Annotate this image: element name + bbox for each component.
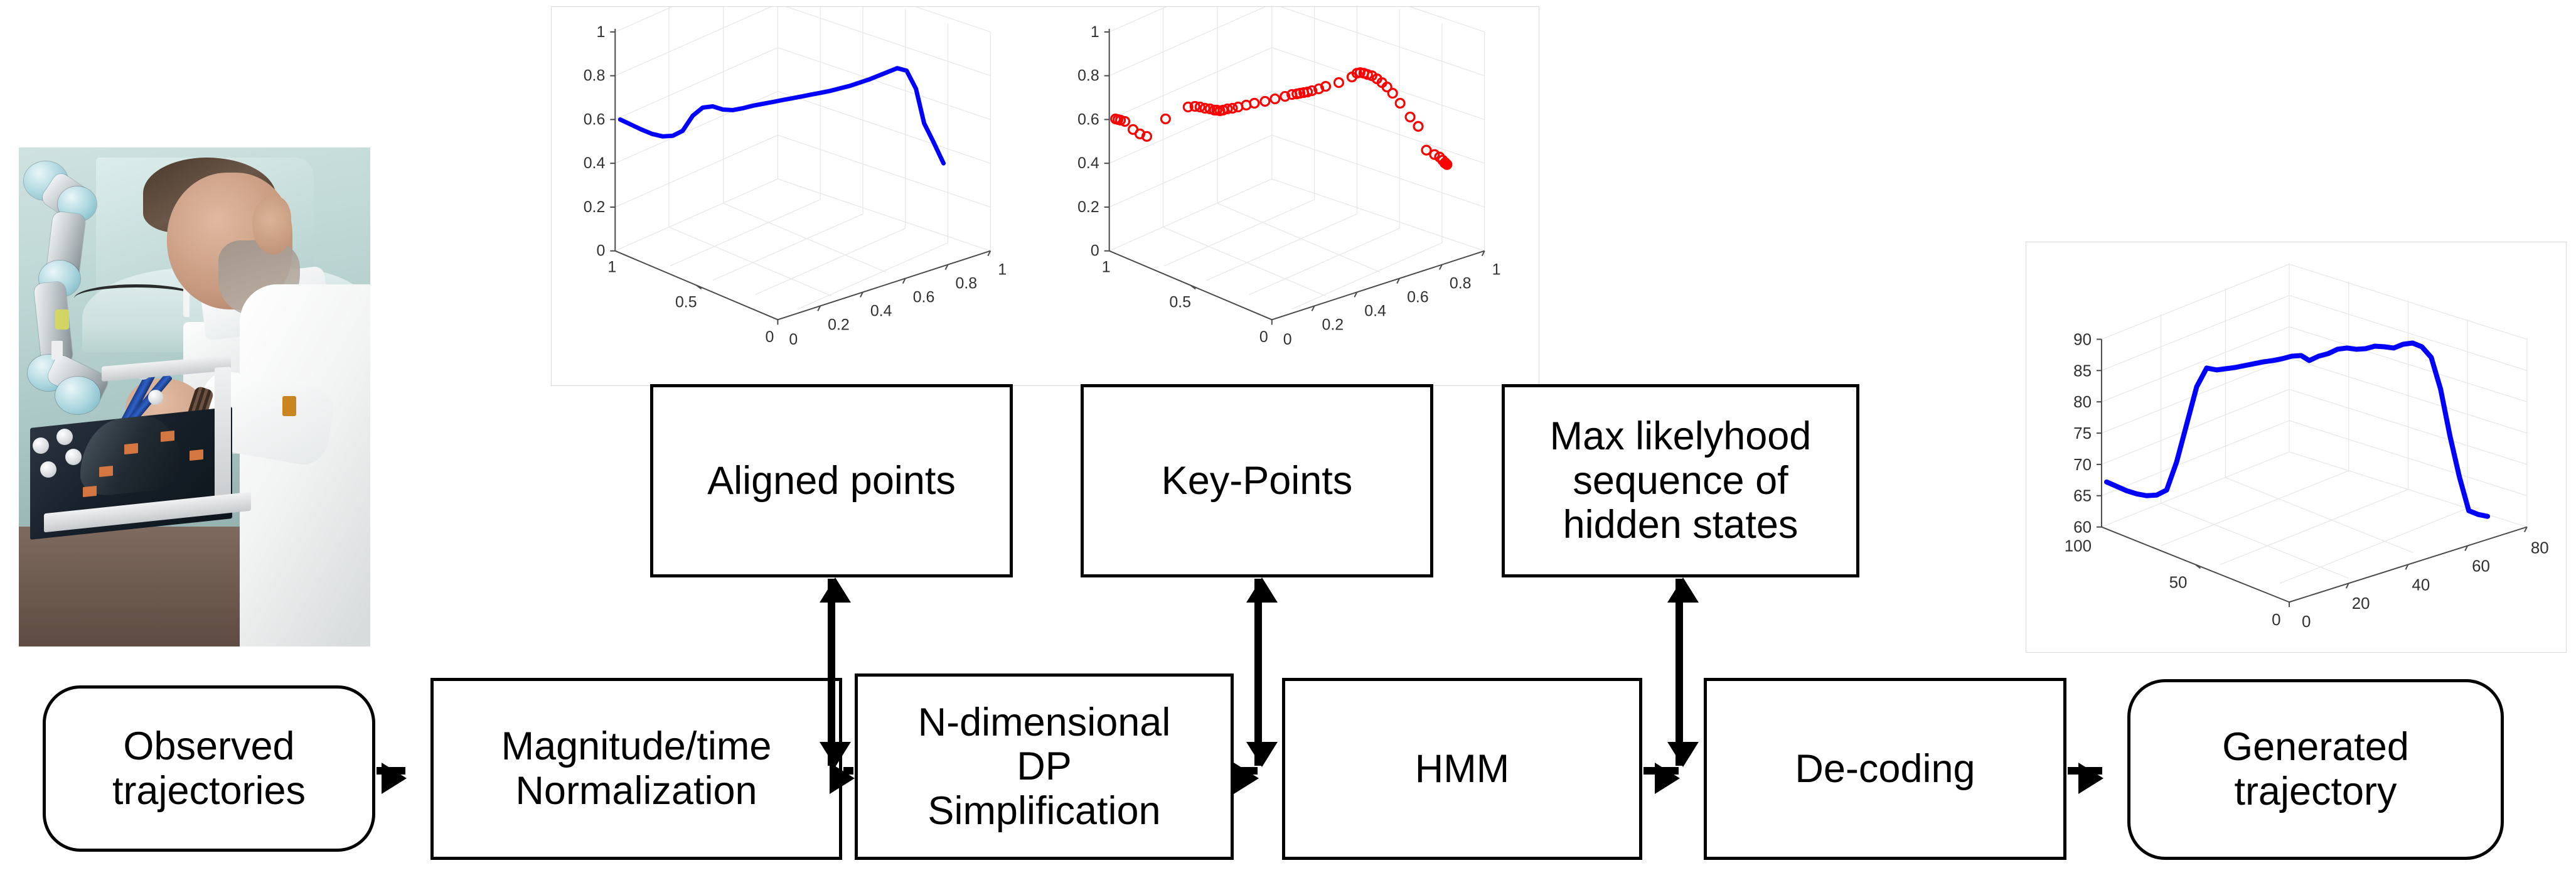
svg-text:0.6: 0.6 <box>584 110 606 128</box>
rig-knob-4 <box>40 461 56 478</box>
svg-text:90: 90 <box>2073 331 2092 348</box>
svg-text:0: 0 <box>765 328 774 346</box>
node-generated-trajectory[interactable]: Generated trajectory <box>2127 679 2504 860</box>
robot-label-sticker <box>51 341 63 360</box>
svg-text:70: 70 <box>2073 456 2092 474</box>
svg-text:0.5: 0.5 <box>1169 293 1191 311</box>
node-observed-trajectories[interactable]: Observed trajectories <box>43 685 375 852</box>
svg-text:75: 75 <box>2073 425 2092 442</box>
svg-text:1: 1 <box>1492 261 1501 279</box>
svg-text:0.4: 0.4 <box>1364 302 1386 319</box>
key-points-plot: 0 0.2 0.4 0.6 0.8 1 1 <box>1077 7 1500 348</box>
svg-text:1: 1 <box>1102 259 1111 276</box>
node-generated-trajectory-label: Generated trajectory <box>2222 725 2409 813</box>
arrow-key-points-link <box>1246 577 1278 767</box>
annotation-max-likelyhood-sequence[interactable]: Max likelyhood sequence of hidden states <box>1502 384 1859 577</box>
person-ear <box>252 196 291 254</box>
top-plots-panel: 0 0.2 0.4 0.6 0.8 1 1 0.5 0 <box>551 6 1539 386</box>
svg-text:85: 85 <box>2073 362 2092 380</box>
arrow-max-likelyhood-link <box>1667 577 1699 767</box>
svg-text:0: 0 <box>2272 611 2280 629</box>
marker-2 <box>124 442 138 455</box>
top-plots-svg: 0 0.2 0.4 0.6 0.8 1 1 0.5 0 <box>584 7 1500 348</box>
node-hmm[interactable]: HMM <box>1282 678 1642 860</box>
arrow-hmm-to-decoding <box>1643 763 1680 794</box>
svg-text:0.4: 0.4 <box>870 302 892 319</box>
svg-text:0.2: 0.2 <box>1322 316 1344 333</box>
marker-3 <box>190 449 203 461</box>
svg-text:1: 1 <box>1091 23 1099 41</box>
person-coat-badge <box>282 396 296 416</box>
svg-text:50: 50 <box>2169 574 2188 591</box>
svg-text:40: 40 <box>2412 576 2430 594</box>
lab-photograph <box>19 148 370 646</box>
rig-knob-6 <box>148 390 163 405</box>
svg-text:20: 20 <box>2352 595 2370 613</box>
svg-text:0.2: 0.2 <box>828 316 850 333</box>
svg-text:0.8: 0.8 <box>1077 67 1099 85</box>
key-point-markers <box>1110 67 1453 170</box>
rig-knob-2 <box>56 429 73 445</box>
svg-text:0: 0 <box>789 331 798 348</box>
node-observed-trajectories-label: Observed trajectories <box>112 724 306 813</box>
svg-text:0: 0 <box>1091 242 1099 260</box>
rig-knob-1 <box>33 437 49 454</box>
svg-text:0.6: 0.6 <box>1407 288 1429 306</box>
svg-text:0.2: 0.2 <box>1077 198 1099 216</box>
svg-text:0.8: 0.8 <box>1450 275 1472 292</box>
svg-text:0.5: 0.5 <box>675 293 697 311</box>
node-de-coding-label: De-coding <box>1795 746 1975 791</box>
svg-text:0.4: 0.4 <box>1077 154 1099 172</box>
svg-text:0: 0 <box>596 242 605 260</box>
arrow-decoding-to-generated <box>2068 763 2103 794</box>
svg-text:0.8: 0.8 <box>584 67 606 85</box>
annotation-aligned-points-label: Aligned points <box>707 458 956 503</box>
node-n-dimensional-dp-simplification-label: N-dimensional DP Simplification <box>917 700 1171 833</box>
rig-knob-3 <box>65 449 82 465</box>
arrow-aligned-points-link <box>820 577 851 767</box>
svg-text:1: 1 <box>596 23 605 41</box>
svg-text:0: 0 <box>1259 328 1268 346</box>
robot-end-effector <box>55 377 100 414</box>
annotation-key-points-label: Key-Points <box>1161 458 1353 503</box>
svg-text:0: 0 <box>2302 613 2311 631</box>
node-hmm-label: HMM <box>1414 746 1510 791</box>
generated-trajectory-svg: 60 65 70 75 80 85 90 100 50 0 <box>2065 262 2549 631</box>
svg-text:80: 80 <box>2073 394 2092 411</box>
robot-cable <box>74 284 200 313</box>
marker-1 <box>161 430 174 442</box>
svg-text:65: 65 <box>2073 488 2092 505</box>
generated-trajectory-plot: 60 65 70 75 80 85 90 100 50 0 <box>2065 262 2549 631</box>
svg-text:80: 80 <box>2531 539 2549 557</box>
robot-tape-marker <box>55 309 69 330</box>
annotation-aligned-points[interactable]: Aligned points <box>650 384 1013 577</box>
marker-4 <box>99 465 113 478</box>
arrow-normalization-to-dp <box>830 763 855 794</box>
svg-text:60: 60 <box>2073 519 2092 537</box>
aligned-points-plot: 0 0.2 0.4 0.6 0.8 1 1 0.5 0 <box>584 7 1007 348</box>
node-magnitude-time-normalization[interactable]: Magnitude/time Normalization <box>430 678 842 860</box>
annotation-key-points[interactable]: Key-Points <box>1081 384 1433 577</box>
node-magnitude-time-normalization-label: Magnitude/time Normalization <box>501 724 772 813</box>
svg-text:0.6: 0.6 <box>1077 110 1099 128</box>
arrow-dp-to-hmm <box>1234 763 1259 794</box>
svg-text:0.6: 0.6 <box>913 288 935 306</box>
annotation-max-likelyhood-sequence-label: Max likelyhood sequence of hidden states <box>1549 414 1812 547</box>
svg-text:0.8: 0.8 <box>955 275 977 292</box>
rig-frame-right <box>215 367 231 512</box>
svg-text:60: 60 <box>2472 557 2490 575</box>
svg-text:0: 0 <box>1283 331 1292 348</box>
svg-text:0.4: 0.4 <box>584 154 606 172</box>
svg-text:100: 100 <box>2065 537 2092 555</box>
svg-text:1: 1 <box>607 259 616 276</box>
svg-text:1: 1 <box>998 261 1007 279</box>
generated-trajectory-panel: 60 65 70 75 80 85 90 100 50 0 <box>2026 242 2567 653</box>
arrow-observed-to-normalization <box>377 763 407 794</box>
svg-text:0.2: 0.2 <box>584 198 606 216</box>
marker-5 <box>83 485 97 498</box>
node-n-dimensional-dp-simplification[interactable]: N-dimensional DP Simplification <box>855 673 1234 860</box>
person-lab-coat <box>240 284 370 646</box>
node-de-coding[interactable]: De-coding <box>1704 678 2066 860</box>
